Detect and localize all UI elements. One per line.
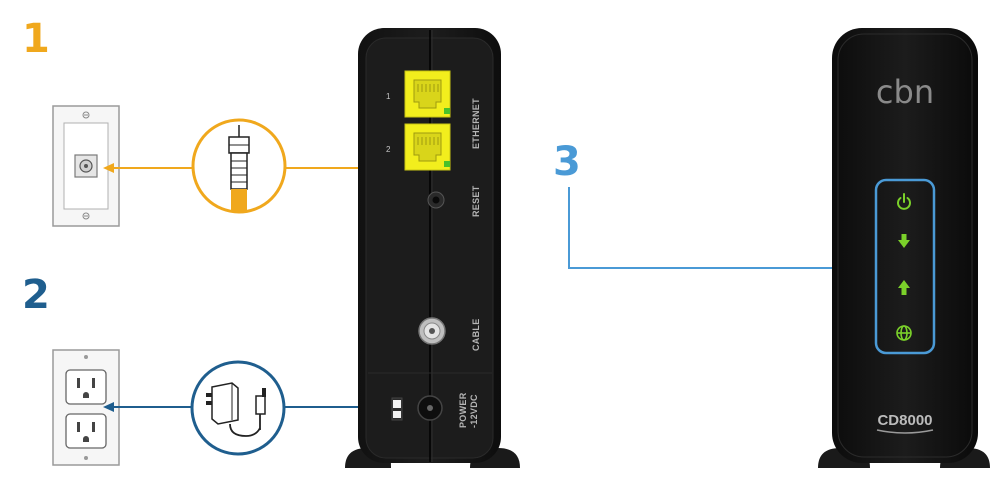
brand-logo: cbn <box>876 73 934 111</box>
power-adapter-callout <box>190 360 286 456</box>
led-indicator-line <box>568 187 874 273</box>
ethernet-port-1 <box>404 70 451 118</box>
step-number-1: 1 <box>22 16 50 62</box>
download-arrow-icon <box>898 234 910 248</box>
ethernet-port-2 <box>404 123 451 171</box>
ethernet-port-2-number: 2 <box>386 145 391 154</box>
coax-cable-callout <box>191 118 287 214</box>
power-switch <box>391 397 403 421</box>
ethernet-label: ETHERNET <box>471 98 481 149</box>
ethernet-port-1-number: 1 <box>386 92 391 101</box>
power-icon <box>897 193 911 210</box>
modem-back-panel <box>345 28 520 468</box>
cable-label: CABLE <box>471 319 481 352</box>
model-number: CD8000 <box>877 412 932 429</box>
model-underline <box>876 429 934 434</box>
power-voltage-label: -12VDC <box>469 394 479 428</box>
upload-arrow-icon <box>898 280 910 295</box>
reset-button <box>427 191 445 209</box>
power-port <box>417 395 443 421</box>
step-number-2: 2 <box>22 272 50 318</box>
cable-connector <box>418 317 446 345</box>
globe-icon <box>896 325 912 341</box>
step-number-3: 3 <box>553 139 581 185</box>
status-led-panel <box>874 178 936 355</box>
reset-label: RESET <box>471 185 481 217</box>
power-label: POWER <box>458 392 468 428</box>
